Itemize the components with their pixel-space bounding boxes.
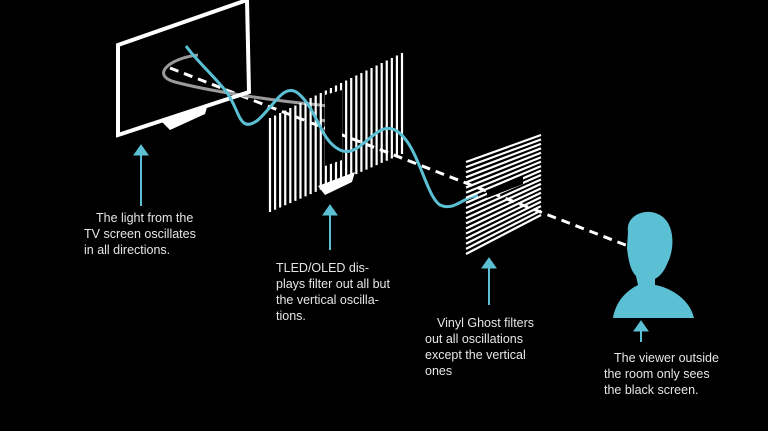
horizontal-filter-line (465, 205, 542, 245)
tv-caption-line-1: The light from the (96, 211, 194, 225)
vertical-oscillation-wave (184, 45, 479, 209)
tled-caption-line-4: tions. (276, 309, 306, 323)
pointer-arrow-viewer (633, 320, 649, 342)
tled-caption-line-1: TLED/OLED dis- (276, 261, 370, 275)
viewer-caption-line-2: the room only sees (604, 367, 710, 381)
viewer-caption-line-1: The viewer outside (614, 351, 719, 365)
horizontal-filter-line (465, 209, 542, 250)
horizontal-filter-line (465, 182, 542, 220)
viewer-caption: The viewer outside the room only sees th… (604, 350, 754, 398)
viewer-silhouette-icon (613, 211, 694, 318)
horizontal-filter-line (465, 187, 542, 225)
horizontal-filter-line (465, 191, 542, 230)
pointer-arrow-tled (322, 204, 338, 250)
horizontal-filter-line (465, 147, 542, 179)
ghost-caption-line-1: Vinyl Ghost filters (437, 316, 535, 330)
tled-caption: TLED/OLED dis- plays filter out all but … (276, 260, 406, 324)
horizontal-filter-line (465, 151, 542, 184)
horizontal-filter-line (465, 196, 542, 235)
tv-outline-icon (116, 0, 252, 138)
ghost-caption-line-4: ones (425, 364, 453, 378)
horizontal-filter-line (465, 138, 542, 169)
viewer-caption-line-3: the black screen. (604, 383, 699, 397)
light-path-dashed-line (169, 66, 629, 248)
horizontal-filter-line (465, 160, 542, 194)
horizontal-filter-icon (465, 133, 542, 255)
ghost-caption: Vinyl Ghost filters out all oscillations… (425, 315, 565, 379)
tv-caption-line-3: in all directions. (84, 243, 171, 257)
tv-caption-line-2: TV screen oscillates (84, 227, 196, 241)
horizontal-filter-line (465, 214, 542, 255)
horizontal-filter-line (465, 133, 542, 164)
ghost-caption-line-3: except the vertical (425, 348, 526, 362)
horizontal-filter-line (465, 156, 542, 189)
horizontal-filter-line (465, 142, 542, 174)
horizontal-filter-line (465, 200, 542, 240)
horizontal-filter-line (465, 178, 542, 215)
pointer-arrow-tv (133, 144, 149, 206)
pointer-arrow-ghost (481, 257, 497, 305)
tv-caption: The light from the TV screen oscillates … (84, 210, 224, 258)
ghost-caption-line-2: out all oscillations (425, 332, 523, 346)
tled-caption-line-2: plays filter out all but (276, 277, 390, 291)
vertical-filter-icon (268, 53, 404, 212)
horizontal-filter-line (465, 165, 542, 199)
tled-caption-line-3: the vertical oscilla- (276, 293, 379, 307)
